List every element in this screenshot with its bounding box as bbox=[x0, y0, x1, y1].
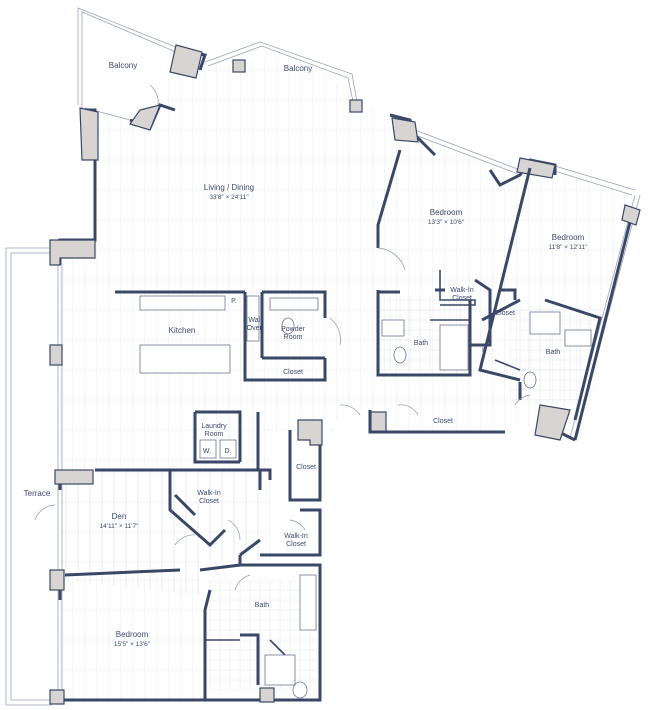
floor-finish bbox=[60, 50, 635, 700]
pantry-label: P. bbox=[231, 298, 237, 305]
bath-c-label: Bath bbox=[255, 602, 270, 609]
balcony-right-outline bbox=[204, 41, 359, 109]
closet-hall-label: Closet bbox=[433, 418, 453, 425]
structural-columns bbox=[49, 44, 641, 705]
bedroom-a-label: Bedroom bbox=[430, 208, 463, 217]
terrace-outline bbox=[5, 247, 52, 706]
kitchen-label: Kitchen bbox=[169, 326, 196, 335]
terrace-label: Terrace bbox=[24, 489, 51, 498]
fixtures bbox=[139, 295, 592, 699]
den-label: Den bbox=[112, 512, 127, 521]
bath-a-label: Bath bbox=[414, 340, 429, 347]
washer-label: W. bbox=[203, 448, 211, 455]
bedroom-c-dims: 15'5" × 13'6" bbox=[114, 641, 151, 648]
walkin-center-label-1: Walk-In bbox=[284, 533, 308, 540]
laundry-label-2: Room bbox=[205, 431, 224, 438]
laundry-label-1: Laundry bbox=[201, 423, 227, 430]
wall-oven-label-2: Oven bbox=[247, 325, 264, 332]
bedroom-a-dims: 13'3" × 10'6" bbox=[428, 219, 465, 226]
bedroom-b-label: Bedroom bbox=[552, 233, 585, 242]
closet-b-label: Closet bbox=[495, 310, 515, 317]
linen-label: L bbox=[482, 347, 486, 354]
powder-label-2: Room bbox=[284, 334, 303, 341]
walkin-center-label-2: Closet bbox=[286, 541, 306, 548]
walkin-a-label-1: Walk-In bbox=[450, 287, 474, 294]
dryer-label: D. bbox=[225, 448, 232, 455]
living-dining-dims: 33'8" × 24'11" bbox=[209, 194, 249, 201]
balcony-left-label: Balcony bbox=[109, 61, 137, 70]
bath-b-label: Bath bbox=[546, 349, 561, 356]
room-labels: Balcony Balcony Living / Dining 33'8" × … bbox=[24, 61, 588, 648]
den-dims: 14'11" × 11'7" bbox=[100, 523, 140, 530]
walkin-den-label-1: Walk-In bbox=[197, 490, 221, 497]
walkin-a-label-2: Closet bbox=[452, 295, 472, 302]
closet-center-label: Closet bbox=[296, 464, 316, 471]
door-swings bbox=[34, 84, 531, 591]
walkin-den-label-2: Closet bbox=[199, 498, 219, 505]
balcony-right-label: Balcony bbox=[284, 64, 312, 73]
living-dining-label: Living / Dining bbox=[204, 183, 254, 192]
bedroom-c-label: Bedroom bbox=[116, 630, 149, 639]
closet-powder-label: Closet bbox=[283, 369, 303, 376]
interior-walls bbox=[64, 149, 602, 700]
wall-oven-label-1: Wall bbox=[248, 317, 262, 324]
bedroom-b-dims: 11'8" × 12'11" bbox=[549, 244, 589, 251]
powder-label-1: Powder bbox=[281, 326, 305, 333]
